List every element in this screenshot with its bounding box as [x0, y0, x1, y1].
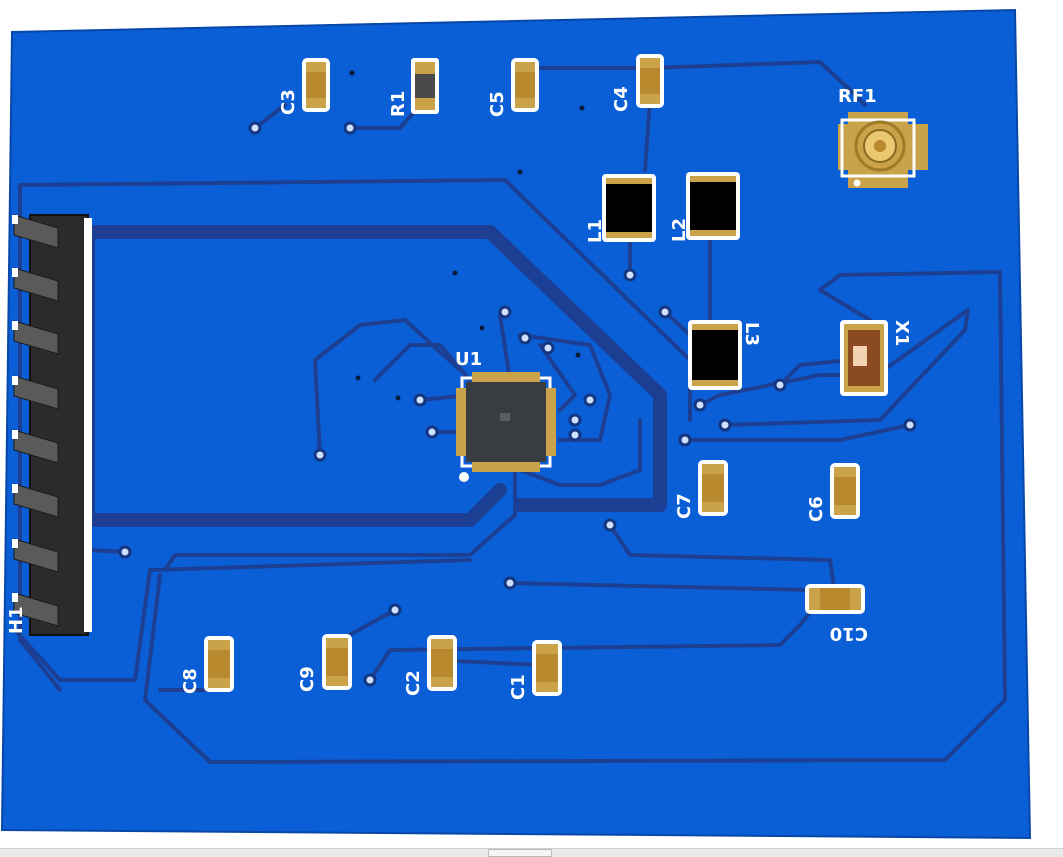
resistor-r1 — [411, 58, 439, 114]
capacitor-c2 — [427, 635, 457, 691]
capacitor-c5 — [511, 58, 539, 112]
capacitor-c6 — [830, 463, 860, 519]
capacitors — [204, 54, 865, 696]
label-rf1: RF1 — [838, 86, 877, 107]
label-l3: L3 — [741, 322, 762, 346]
capacitor-c8 — [204, 636, 234, 692]
small-vias — [349, 70, 585, 401]
vias — [118, 121, 917, 687]
label-c10: C10 — [830, 623, 868, 644]
label-c7: C7 — [674, 493, 695, 519]
silkscreen-labels: C3 R1 C5 C4 RF1 L1 L2 L3 X1 U1 C7 C6 C10… — [6, 86, 912, 700]
label-u1: U1 — [455, 349, 482, 370]
pin-header-h1[interactable] — [12, 214, 92, 636]
label-l2: L2 — [669, 218, 690, 242]
capacitor-c10 — [805, 584, 865, 614]
label-l1: L1 — [585, 219, 606, 243]
label-c9: C9 — [297, 666, 318, 692]
label-c4: C4 — [611, 86, 632, 112]
crystal-x1 — [840, 320, 888, 396]
capacitor-c9 — [322, 634, 352, 690]
inductor-l3 — [688, 320, 742, 390]
label-h1: H1 — [6, 606, 27, 634]
label-x1: X1 — [891, 320, 912, 346]
capacitor-c4 — [636, 54, 664, 108]
label-c6: C6 — [806, 496, 827, 522]
label-c3: C3 — [278, 89, 299, 115]
inductor-l1 — [602, 174, 656, 242]
capacitor-c3 — [302, 58, 330, 112]
label-r1: R1 — [388, 91, 409, 117]
rf-connector-rf1 — [838, 112, 928, 188]
inductor-l2 — [686, 172, 740, 240]
capacitor-c1 — [532, 640, 562, 696]
capacitor-c7 — [698, 460, 728, 516]
ic-u1[interactable] — [456, 372, 556, 482]
label-c1: C1 — [508, 674, 529, 700]
label-c5: C5 — [487, 91, 508, 117]
label-c2: C2 — [403, 670, 424, 696]
label-c8: C8 — [180, 668, 201, 694]
inductors — [602, 172, 742, 390]
